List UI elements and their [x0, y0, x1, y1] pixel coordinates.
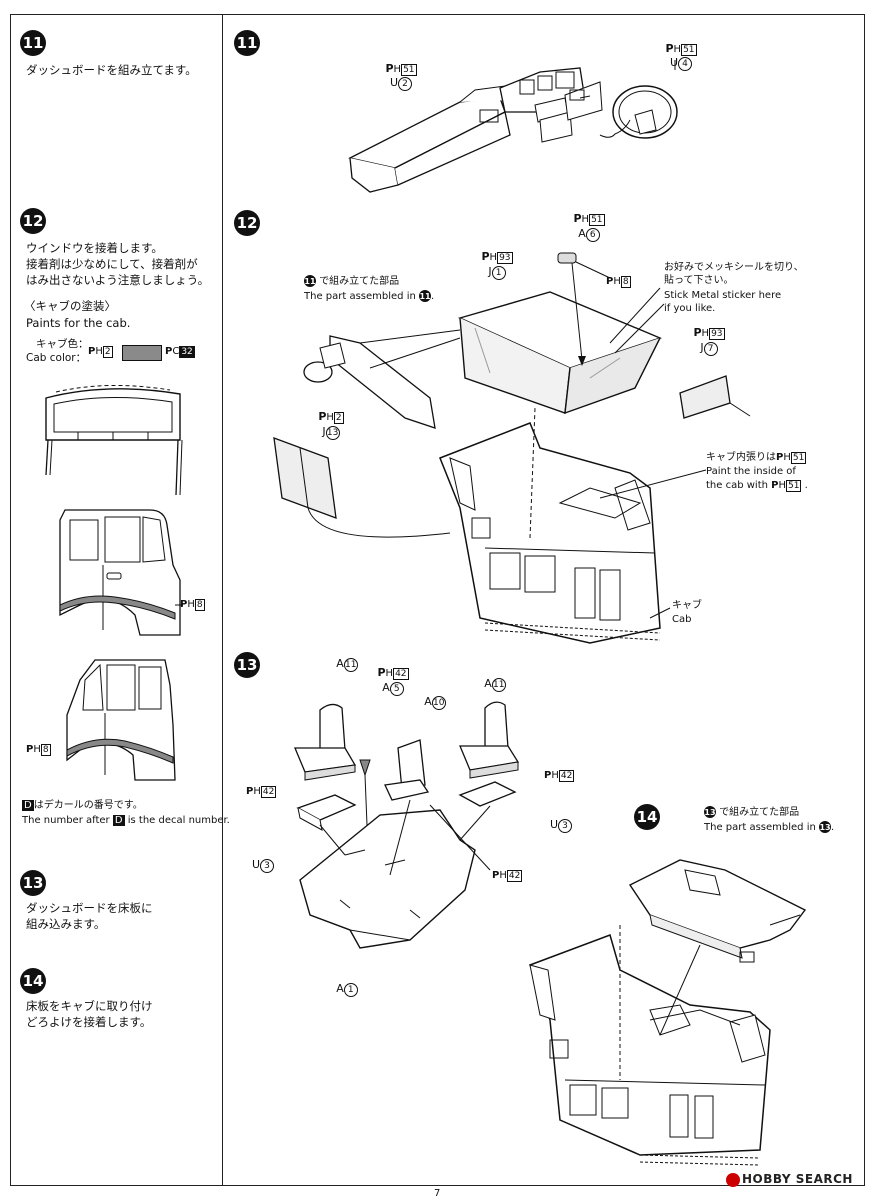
metal-sticker-note-jp-2: 貼って下さい。 — [664, 275, 734, 286]
step-11-instruction: ダッシュボードを組み立てます。 — [26, 63, 197, 77]
step-13-number: 13 — [20, 870, 46, 896]
metal-sticker-note-jp-1: お好みでメッキシールを切り、 — [664, 262, 804, 273]
diagram-step-14-number: 14 — [634, 804, 660, 830]
assembled-in-11-en: The part assembled in 11. — [304, 290, 435, 302]
step-13-instruction-1: ダッシュボードを床板に — [26, 901, 153, 915]
step-14-instruction-1: 床板をキャブに取り付け — [26, 999, 153, 1013]
cab-side-drawing-front — [59, 509, 183, 636]
column-divider — [222, 14, 223, 1186]
step-14-number: 14 — [20, 968, 46, 994]
cab-label-en: Cab — [672, 614, 692, 625]
step-12-instruction-3: はみ出さないよう注意しましょう。 — [26, 273, 210, 287]
diagram-step-12-number: 12 — [234, 210, 260, 236]
cab-color-label-jp: キャブ色： — [36, 338, 89, 350]
step-12-instruction-1: ウインドウを接着します。 — [26, 241, 163, 255]
step-11-number: 11 — [20, 30, 46, 56]
cab-color-label-en: Cab color： — [26, 352, 87, 364]
cab-windshield-frame-drawing — [45, 384, 183, 496]
metal-sticker-note-en-2: if you like. — [664, 303, 716, 314]
cab-color-swatch — [122, 345, 162, 361]
dashboard-assembly-drawing — [348, 60, 678, 193]
step-12-instruction-2: 接着剤は少なめにして、接着剤が — [26, 257, 198, 271]
page-number: 7 — [434, 1188, 441, 1199]
cab-side-drawing-rear — [66, 659, 176, 781]
step-12-number: 12 — [20, 208, 46, 234]
floor-cab-assembly-drawing — [529, 859, 807, 1166]
assembled-in-11-jp: 11 で組み立てた部品 — [304, 275, 400, 287]
seat-floor-assembly-drawing — [294, 701, 520, 949]
assembled-in-13-jp: 13 で組み立てた部品 — [704, 806, 800, 818]
part-a11-label: A11 — [336, 657, 358, 672]
part-a10-label: A10 — [424, 695, 446, 710]
cab-window-assembly-drawing — [273, 252, 751, 644]
cab-label-jp: キャブ — [672, 600, 702, 611]
part-a11b-label: A11 — [484, 677, 506, 692]
decal-note-en: The number after D is the decal number. — [22, 815, 230, 826]
cab-inside-note-en-1: Paint the inside of — [706, 466, 796, 477]
step-13-instruction-2: 組み込みます。 — [26, 917, 106, 931]
step-14-instruction-2: どろよけを接着します。 — [26, 1015, 152, 1029]
metal-sticker-note-en-1: Stick Metal sticker here — [664, 290, 782, 301]
assembled-in-13-en: The part assembled in 13. — [704, 821, 835, 833]
diagram-step-13-number: 13 — [234, 652, 260, 678]
watermark-logo-icon — [726, 1172, 740, 1187]
cab-paint-heading-en: Paints for the cab. — [26, 316, 131, 330]
watermark: HOBBY SEARCH — [726, 1172, 853, 1187]
page-frame — [10, 14, 865, 1186]
cab-paint-heading-jp: 〈キャブの塗装〉 — [24, 299, 116, 313]
part-j13-label: J13 — [322, 425, 340, 440]
diagram-step-11-number: 11 — [234, 30, 260, 56]
